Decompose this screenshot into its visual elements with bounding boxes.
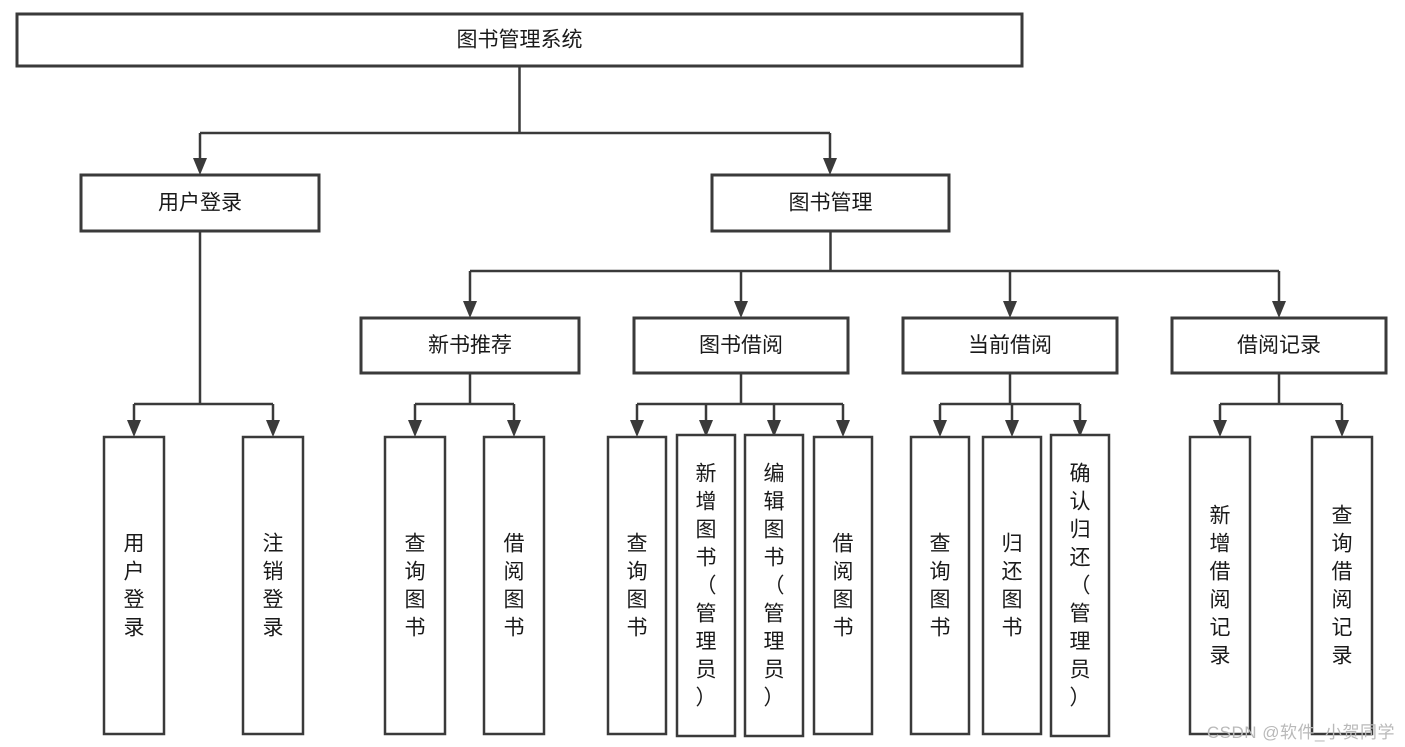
node-leaf-borrow-book-2-box[interactable] — [812, 435, 874, 736]
node-borrow-record-box[interactable] — [1170, 316, 1388, 375]
arrow-head-icon — [1272, 301, 1286, 318]
arrow-head-icon — [1073, 420, 1087, 437]
node-leaf-return-book-label: 归还图书 — [1002, 533, 1023, 640]
node-leaf-query-book-1[interactable]: 查询图书 — [383, 435, 447, 736]
node-book-borrow[interactable]: 图书借阅 — [632, 316, 850, 375]
node-leaf-edit-book-label: 编辑图书（管理员） — [764, 463, 785, 710]
node-new-book-recommend[interactable]: 新书推荐 — [359, 316, 581, 375]
node-leaf-query-book-3-label: 查询图书 — [930, 533, 951, 640]
arrow-head-icon — [1005, 420, 1019, 437]
node-leaf-query-book-1-box[interactable] — [383, 435, 447, 736]
node-book-manage-label: 图书管理 — [789, 192, 873, 215]
arrow-head-icon — [933, 420, 947, 437]
node-book-borrow-label: 图书借阅 — [699, 334, 783, 357]
arrow-head-icon — [266, 420, 280, 437]
node-new-book-recommend-label: 新书推荐 — [428, 334, 512, 357]
arrow-head-icon — [1335, 420, 1349, 437]
node-leaf-query-book-1-label: 查询图书 — [405, 533, 426, 640]
arrow-head-icon — [193, 158, 207, 175]
arrow-head-icon — [408, 420, 422, 437]
node-leaf-add-record-label: 新增借阅记录 — [1210, 505, 1231, 668]
node-leaf-query-book-3[interactable]: 查询图书 — [909, 435, 971, 736]
node-borrow-record[interactable]: 借阅记录 — [1170, 316, 1388, 375]
node-leaf-query-book-2-label: 查询图书 — [627, 533, 648, 640]
node-leaf-user-logout-box[interactable] — [241, 435, 305, 736]
node-leaf-edit-book[interactable]: 编辑图书（管理员） — [743, 433, 805, 738]
node-leaf-user-login-box[interactable] — [102, 435, 166, 736]
node-leaf-edit-book-box[interactable] — [743, 433, 805, 738]
node-current-borrow[interactable]: 当前借阅 — [901, 316, 1119, 375]
node-current-borrow-label: 当前借阅 — [968, 334, 1052, 357]
node-leaf-borrow-book-2[interactable]: 借阅图书 — [812, 435, 874, 736]
node-leaf-query-book-2[interactable]: 查询图书 — [606, 435, 668, 736]
node-leaf-user-logout[interactable]: 注销登录 — [241, 435, 305, 736]
arrow-head-icon — [734, 301, 748, 318]
arrow-head-icon — [463, 301, 477, 318]
node-leaf-user-logout-label: 注销登录 — [263, 533, 284, 640]
arrow-head-icon — [823, 158, 837, 175]
node-root-label: 图书管理系统 — [457, 29, 583, 52]
node-leaf-confirm-return[interactable]: 确认归还（管理员） — [1049, 433, 1111, 738]
arrow-head-icon — [127, 420, 141, 437]
node-leaf-add-record-box[interactable] — [1188, 435, 1252, 736]
node-leaf-borrow-book-2-label: 借阅图书 — [833, 533, 854, 640]
arrow-head-icon — [507, 420, 521, 437]
node-user-login[interactable]: 用户登录 — [79, 173, 321, 233]
node-leaf-borrow-book-1-label: 借阅图书 — [504, 533, 525, 640]
node-leaf-query-book-2-box[interactable] — [606, 435, 668, 736]
node-root-box[interactable] — [15, 12, 1024, 68]
node-leaf-add-book-box[interactable] — [675, 433, 737, 738]
arrow-head-icon — [836, 420, 850, 437]
node-user-login-box[interactable] — [79, 173, 321, 233]
node-leaf-query-record-box[interactable] — [1310, 435, 1374, 736]
nodes-layer: 图书管理系统用户登录图书管理新书推荐图书借阅当前借阅借阅记录用户登录注销登录查询… — [15, 12, 1388, 738]
node-leaf-add-book-label: 新增图书（管理员） — [696, 463, 717, 710]
arrow-head-icon — [1003, 301, 1017, 318]
arrow-head-icon — [699, 420, 713, 437]
node-current-borrow-box[interactable] — [901, 316, 1119, 375]
csdn-watermark: CSDN @软件_小贺同学 — [1206, 723, 1395, 742]
node-leaf-return-book[interactable]: 归还图书 — [981, 435, 1043, 736]
node-leaf-return-book-box[interactable] — [981, 435, 1043, 736]
node-leaf-add-record[interactable]: 新增借阅记录 — [1188, 435, 1252, 736]
arrow-head-icon — [767, 420, 781, 437]
node-root[interactable]: 图书管理系统 — [15, 12, 1024, 68]
node-leaf-add-book[interactable]: 新增图书（管理员） — [675, 433, 737, 738]
node-leaf-borrow-book-1-box[interactable] — [482, 435, 546, 736]
node-user-login-label: 用户登录 — [158, 192, 242, 215]
node-leaf-confirm-return-label: 确认归还（管理员） — [1070, 463, 1091, 710]
node-borrow-record-label: 借阅记录 — [1237, 334, 1321, 357]
arrow-head-icon — [630, 420, 644, 437]
node-leaf-user-login[interactable]: 用户登录 — [102, 435, 166, 736]
node-book-borrow-box[interactable] — [632, 316, 850, 375]
node-leaf-confirm-return-box[interactable] — [1049, 433, 1111, 738]
node-leaf-query-record[interactable]: 查询借阅记录 — [1310, 435, 1374, 736]
node-book-manage-box[interactable] — [710, 173, 951, 233]
edges-layer — [127, 66, 1349, 437]
node-leaf-query-record-label: 查询借阅记录 — [1332, 505, 1353, 668]
node-leaf-query-book-3-box[interactable] — [909, 435, 971, 736]
node-new-book-recommend-box[interactable] — [359, 316, 581, 375]
node-book-manage[interactable]: 图书管理 — [710, 173, 951, 233]
node-leaf-borrow-book-1[interactable]: 借阅图书 — [482, 435, 546, 736]
arrow-head-icon — [1213, 420, 1227, 437]
node-leaf-user-login-label: 用户登录 — [124, 533, 145, 640]
